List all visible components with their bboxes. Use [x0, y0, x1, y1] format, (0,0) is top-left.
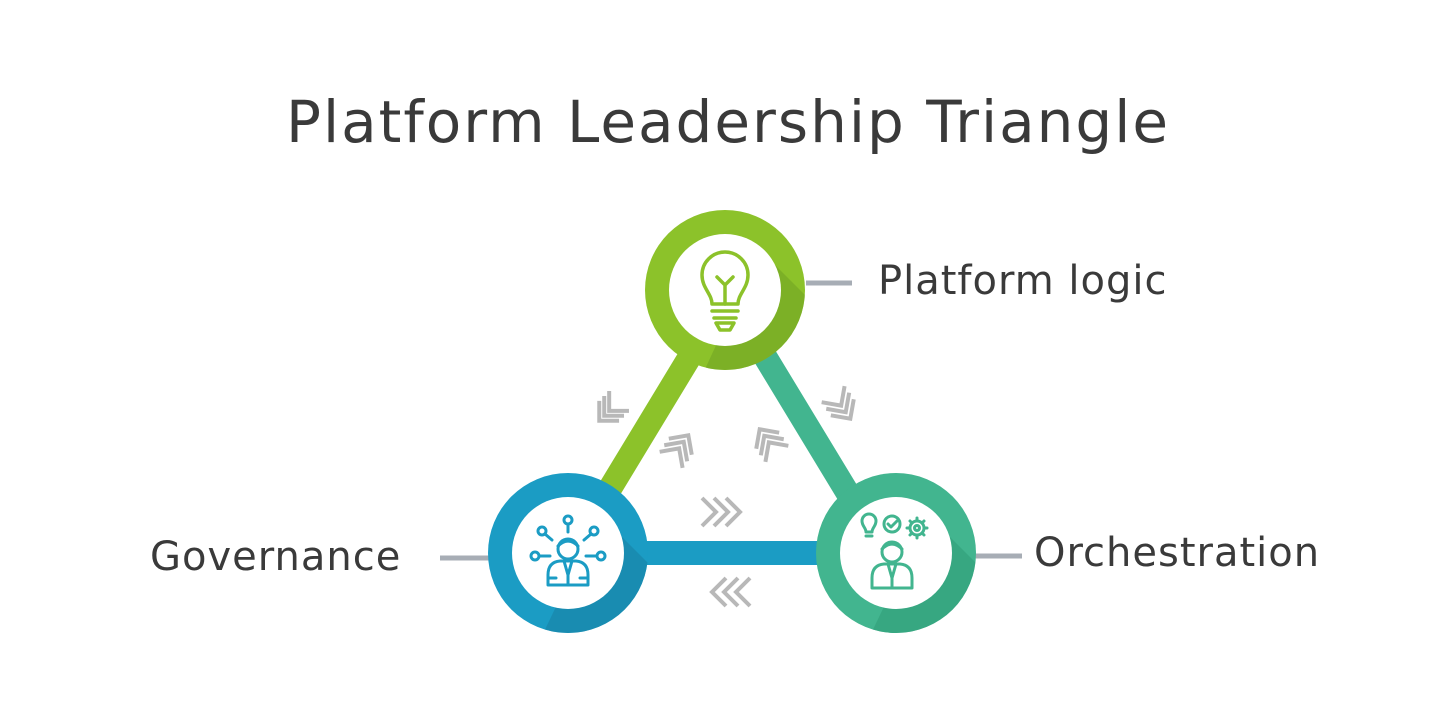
lightbulb-icon — [700, 250, 750, 332]
leader-network-icon — [529, 514, 607, 587]
node-platform-logic — [645, 210, 805, 370]
chevron-down-left-icon — [597, 391, 629, 423]
chevron-up-right-icon — [659, 432, 694, 469]
chevron-right-icon — [700, 496, 743, 528]
edge-top-left — [588, 328, 712, 517]
chevron-up-left-icon — [754, 426, 789, 463]
node-orchestration — [816, 473, 976, 633]
edge-top-right — [743, 328, 867, 517]
label-platform-logic: Platform logic — [878, 258, 1168, 304]
chevron-left-icon — [709, 576, 752, 608]
diagram-title: Platform Leadership Triangle — [285, 88, 1171, 156]
chevron-arrows — [597, 385, 856, 608]
chevron-down-right-icon — [821, 385, 856, 422]
leader-ideas-icon — [860, 512, 929, 590]
label-governance: Governance — [150, 534, 402, 580]
label-orchestration: Orchestration — [1034, 530, 1321, 576]
node-governance — [488, 473, 648, 633]
